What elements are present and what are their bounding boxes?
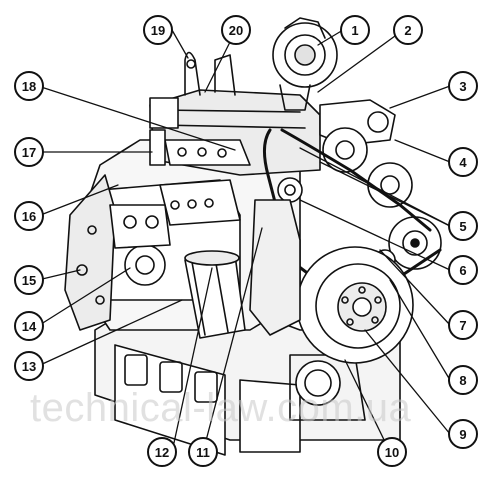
callout-5[interactable]: 5 [448, 211, 478, 241]
callout-13[interactable]: 13 [14, 351, 44, 381]
callout-3[interactable]: 3 [448, 71, 478, 101]
oil-filter [184, 250, 246, 339]
callout-12[interactable]: 12 [147, 437, 177, 467]
callout-1[interactable]: 1 [340, 15, 370, 45]
callout-20[interactable]: 20 [221, 15, 251, 45]
callout-19[interactable]: 19 [143, 15, 173, 45]
callout-18[interactable]: 18 [14, 71, 44, 101]
rear-bore [295, 360, 341, 406]
callout-9[interactable]: 9 [448, 419, 478, 449]
flywheel-housing [64, 174, 116, 331]
turbocharger [272, 17, 338, 111]
callout-14[interactable]: 14 [14, 311, 44, 341]
callout-11[interactable]: 11 [188, 437, 218, 467]
callout-10[interactable]: 10 [377, 437, 407, 467]
oil-filler [149, 129, 166, 166]
callout-6[interactable]: 6 [448, 255, 478, 285]
lifting-eye [184, 51, 201, 96]
callout-17[interactable]: 17 [14, 137, 44, 167]
crankshaft-damper [296, 246, 414, 364]
callout-2[interactable]: 2 [393, 15, 423, 45]
callout-7[interactable]: 7 [448, 310, 478, 340]
callout-16[interactable]: 16 [14, 201, 44, 231]
callout-8[interactable]: 8 [448, 365, 478, 395]
fuel-pump [109, 204, 171, 286]
callout-15[interactable]: 15 [14, 265, 44, 295]
callout-4[interactable]: 4 [448, 147, 478, 177]
leader-lines [37, 29, 451, 453]
